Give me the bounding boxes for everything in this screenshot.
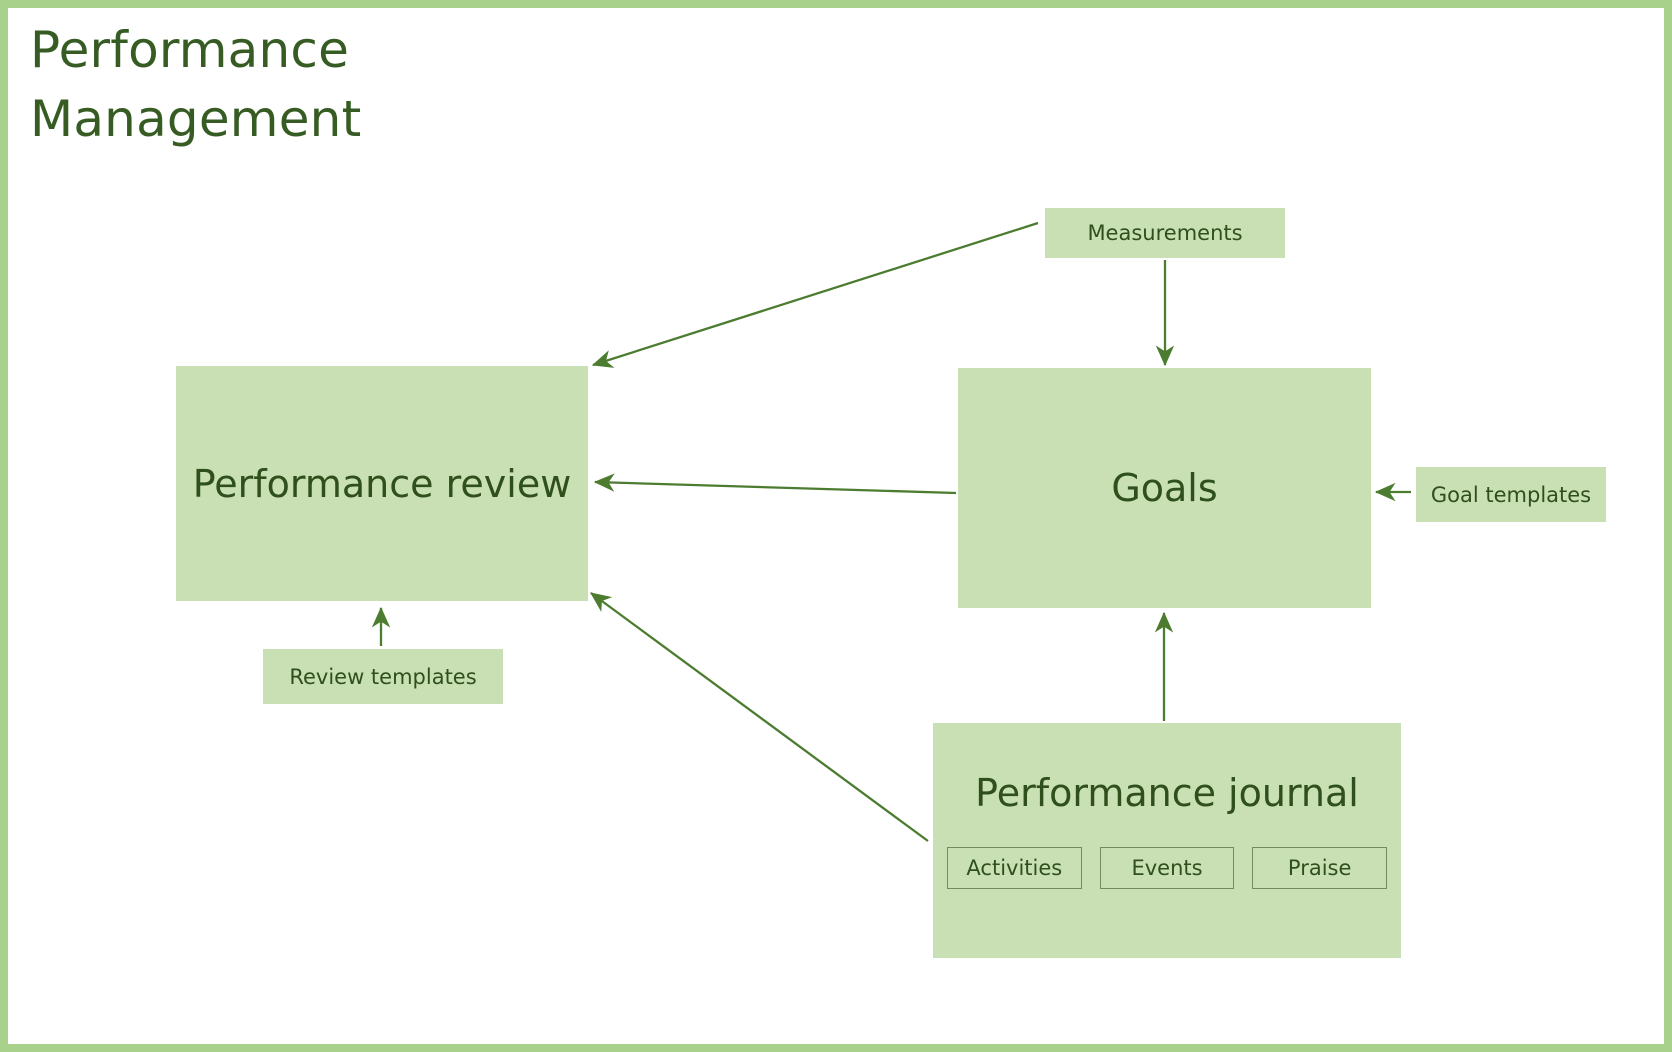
- edge-performance-journal-to-performance-review: [590, 592, 929, 842]
- node-review-templates[interactable]: Review templates: [263, 649, 503, 704]
- chip-events-label: Events: [1131, 856, 1203, 880]
- chip-activities-label: Activities: [966, 856, 1063, 880]
- node-goal-templates[interactable]: Goal templates: [1416, 467, 1606, 522]
- node-performance-journal[interactable]: Performance journal Activities Events Pr…: [933, 723, 1401, 958]
- node-performance-review[interactable]: Performance review: [176, 366, 588, 601]
- page-title: Performance Management: [30, 21, 362, 148]
- edge-measurements-to-performance-review: [591, 221, 1039, 368]
- node-measurements[interactable]: Measurements: [1045, 208, 1285, 258]
- journal-chip-row: Activities Events Praise: [947, 847, 1388, 889]
- node-measurements-label: Measurements: [1087, 221, 1243, 245]
- chip-activities[interactable]: Activities: [947, 847, 1082, 889]
- chip-praise-label: Praise: [1287, 856, 1352, 880]
- chip-events[interactable]: Events: [1099, 847, 1235, 889]
- node-goals[interactable]: Goals: [958, 368, 1371, 608]
- node-goal-templates-label: Goal templates: [1430, 482, 1592, 507]
- node-goals-label: Goals: [1111, 466, 1218, 510]
- node-review-templates-label: Review templates: [289, 664, 477, 689]
- node-performance-journal-label: Performance journal: [975, 771, 1359, 815]
- chip-praise[interactable]: Praise: [1252, 847, 1388, 889]
- edge-goals-to-performance-review: [593, 473, 957, 495]
- node-performance-review-label: Performance review: [192, 461, 572, 506]
